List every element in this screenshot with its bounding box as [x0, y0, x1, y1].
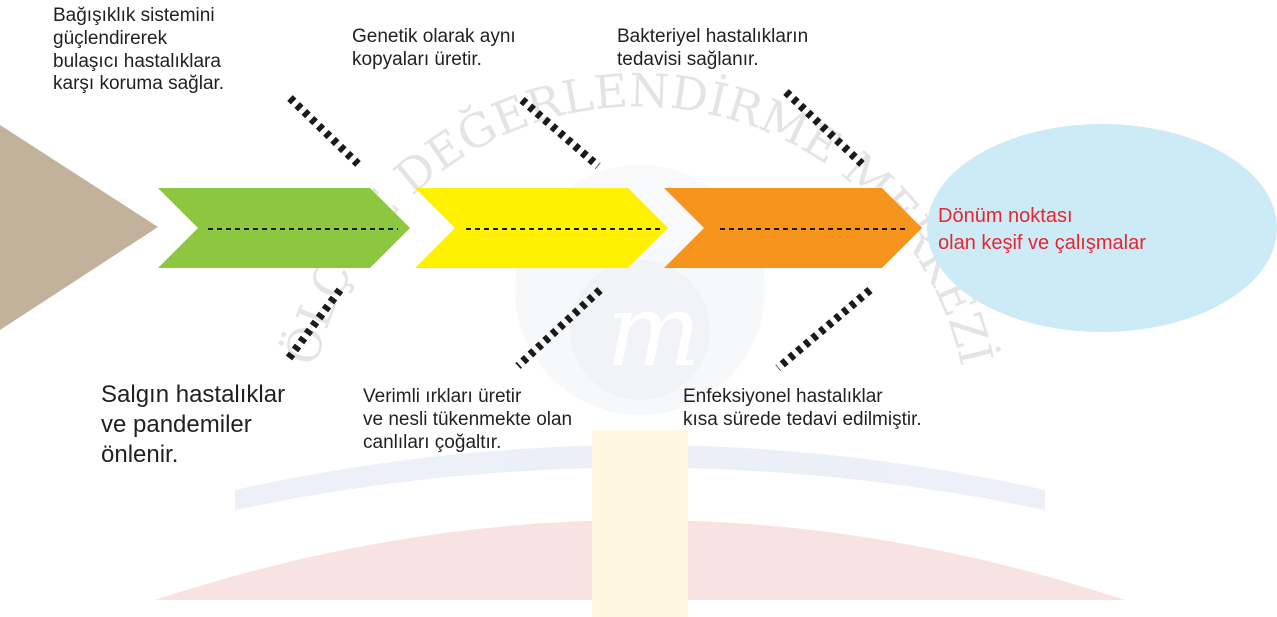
rib-bottom-2 [515, 287, 603, 369]
top-label-1: Bağışıklık sistemini güçlendirerek bulaş… [53, 5, 225, 95]
goal-ellipse [927, 124, 1277, 332]
rib-top-3 [783, 89, 865, 167]
top-label-2: Genetik olarak aynı kopyaları üretir. [352, 26, 516, 70]
top-label-3: Bakteriyel hastalıkların tedavisi sağlan… [617, 26, 809, 70]
goal-label: Dönüm noktası olan keşif ve çalışmalar [938, 205, 1146, 254]
ribs [282, 89, 873, 372]
rib-bottom-3 [775, 286, 873, 372]
rib-top-2 [519, 96, 601, 170]
svg-text:m: m [606, 272, 701, 389]
bottom-label-2: Verimli ırkları üretir ve nesli tükenmek… [363, 386, 573, 453]
bottom-label-3: Enfeksiyonel hastalıklar kısa sürede ted… [683, 386, 922, 430]
rib-bottom-1 [282, 287, 344, 365]
bottom-label-1: Salgın hastalıklar ve pandemiler önlenir… [101, 381, 286, 468]
rib-top-1 [287, 95, 361, 167]
watermark-logo: m [155, 165, 1125, 617]
fishbone-tail [0, 125, 158, 330]
